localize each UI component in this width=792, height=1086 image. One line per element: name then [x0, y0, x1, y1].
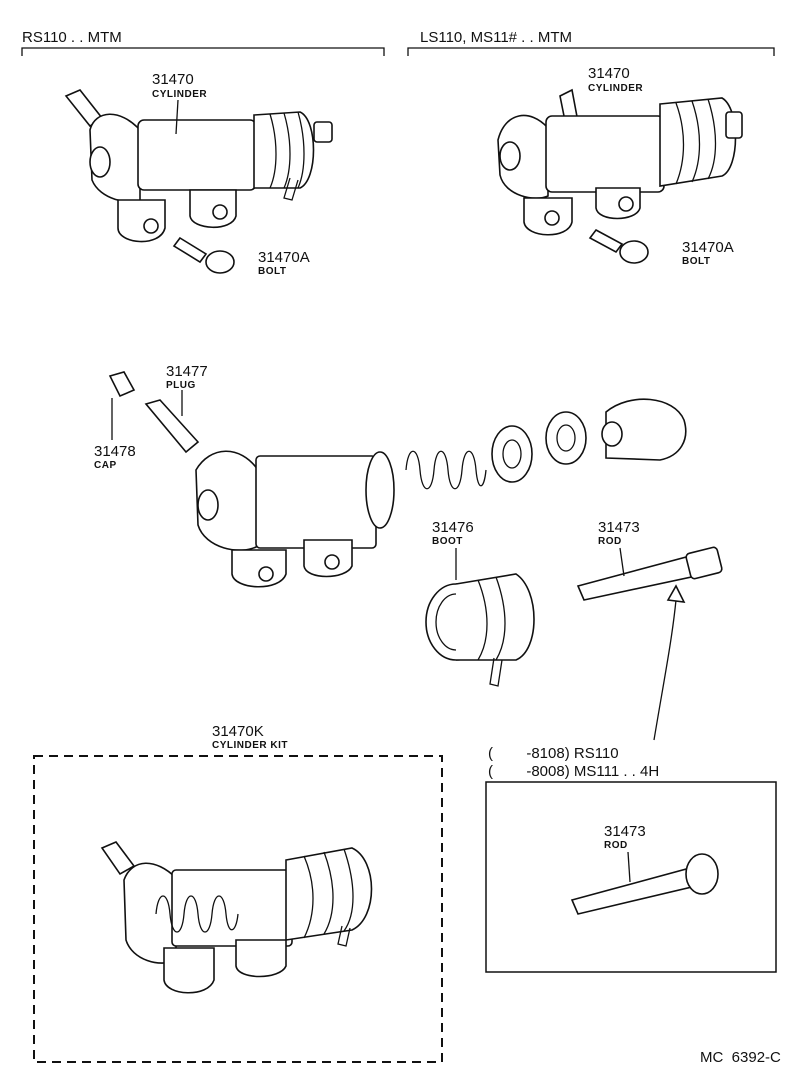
drawing-code: MC 6392-C: [700, 1049, 781, 1066]
bolt-right-label: 31470A BOLT: [682, 239, 734, 267]
boot-bellows: [455, 573, 535, 661]
spring-icon: [405, 450, 487, 490]
plug-icon: [144, 399, 200, 454]
rod-shaft-icon: [570, 867, 698, 915]
spring-illustration: [405, 450, 487, 490]
alt-rod-name: ROD: [604, 840, 628, 851]
cylinder-left-label: 31470 CYLINDER: [152, 71, 207, 135]
bleeder-nipple-icon: [100, 841, 136, 876]
inlet-port: [89, 146, 111, 178]
cylinder-right-number: 31470: [588, 65, 630, 82]
bolt-head-icon: [205, 250, 235, 274]
applicability-line-2: ( -8008) MS111 . . 4H: [488, 763, 659, 780]
rod-head-icon: [685, 853, 719, 895]
cylinder-bore-rim: [365, 451, 395, 529]
alt-rod-box: 31473 ROD: [485, 781, 777, 973]
cylinder-left-illustration: [64, 89, 333, 243]
alt-rod-arrow: [653, 584, 686, 741]
cylinder-left-number: 31470: [152, 71, 194, 88]
plug-illustration: [144, 399, 200, 454]
rod-number: 31473: [598, 519, 640, 536]
rod-illustration: [576, 546, 723, 601]
bolt-thread-icon: [172, 236, 208, 264]
alt-rod-number: 31473: [604, 823, 646, 840]
boot-label: 31476 BOOT: [432, 519, 474, 580]
cylinder-kit-number: 31470K: [212, 723, 264, 740]
boot-number: 31476: [432, 519, 474, 536]
boot-name: BOOT: [432, 536, 463, 547]
plug-number: 31477: [166, 363, 208, 380]
boot-bellows: [659, 97, 737, 187]
bolt-head-icon: [619, 240, 649, 264]
cylinder-body: [255, 455, 377, 549]
bolt-right-illustration: [588, 228, 649, 264]
cylinder-body-exploded: [195, 450, 395, 588]
cylinder-right-illustration: [497, 88, 743, 236]
piston-cup-icon: [491, 425, 533, 483]
boot-illustration: [425, 573, 535, 687]
cylinder-right-label: 31470 CYLINDER: [588, 65, 643, 94]
mount-ear-front: [163, 947, 215, 994]
boot-bellows: [253, 111, 315, 189]
rod-name: ROD: [598, 536, 622, 547]
leader-line: [175, 99, 179, 135]
cylinder-kit-illustration: [100, 841, 373, 994]
kit-dashed-border: [33, 755, 443, 1063]
applicability-line-1: ( -8108) RS110: [488, 745, 619, 762]
applicability-note: ( -8108) RS110 ( -8008) MS111 . . 4H: [488, 745, 659, 780]
right-header-bracket: [407, 47, 775, 56]
boot-bellows: [285, 847, 373, 941]
cylinder-body: [171, 869, 293, 947]
piston-head-icon: [605, 398, 687, 461]
cap-number: 31478: [94, 443, 136, 460]
cylinder-body: [545, 115, 665, 193]
mount-ear-rear: [235, 939, 287, 978]
bolt-right-number: 31470A: [682, 239, 734, 256]
left-header-text: RS110 . . MTM: [22, 29, 122, 46]
arrow-head-icon: [666, 584, 686, 603]
piston-icon: [545, 411, 587, 465]
rod-label: 31473 ROD: [598, 519, 640, 577]
pushrod-end: [725, 111, 743, 139]
cylinder-body: [137, 119, 257, 191]
bolt-right-name: BOLT: [682, 256, 710, 267]
spring-icon: [155, 895, 239, 933]
mount-ear-front: [231, 549, 287, 588]
cylinder-kit-box: 31470K CYLINDER KIT: [33, 723, 443, 1063]
plug-name: PLUG: [166, 380, 196, 391]
piston-cups-illustration: [491, 398, 687, 483]
cylinder-kit-name: CYLINDER KIT: [212, 740, 288, 751]
cap-name: CAP: [94, 460, 117, 471]
inlet-port: [197, 489, 219, 521]
cap-label: 31478 CAP: [94, 398, 136, 471]
right-header-text: LS110, MS11# . . MTM: [420, 29, 572, 46]
mount-ear-front: [117, 199, 166, 243]
cap-icon: [108, 371, 136, 398]
bolt-left-illustration: [172, 236, 235, 274]
bolt-left-name: BOLT: [258, 266, 286, 277]
cylinder-right-name: CYLINDER: [588, 83, 643, 94]
left-header-bracket: [21, 47, 385, 56]
inlet-port: [499, 141, 521, 171]
pushrod-end: [313, 121, 333, 143]
bolt-thread-icon: [588, 228, 624, 254]
alt-rod-border: [485, 781, 777, 973]
bolt-left-number: 31470A: [258, 249, 310, 266]
cylinder-left-name: CYLINDER: [152, 89, 207, 100]
bolt-left-label: 31470A BOLT: [258, 249, 310, 277]
rod-end-icon: [685, 546, 723, 580]
left-section-header: RS110 . . MTM: [21, 29, 385, 56]
cap-illustration: [108, 371, 136, 398]
plug-label: 31477 PLUG: [166, 363, 208, 416]
right-section-header: LS110, MS11# . . MTM: [407, 29, 775, 56]
